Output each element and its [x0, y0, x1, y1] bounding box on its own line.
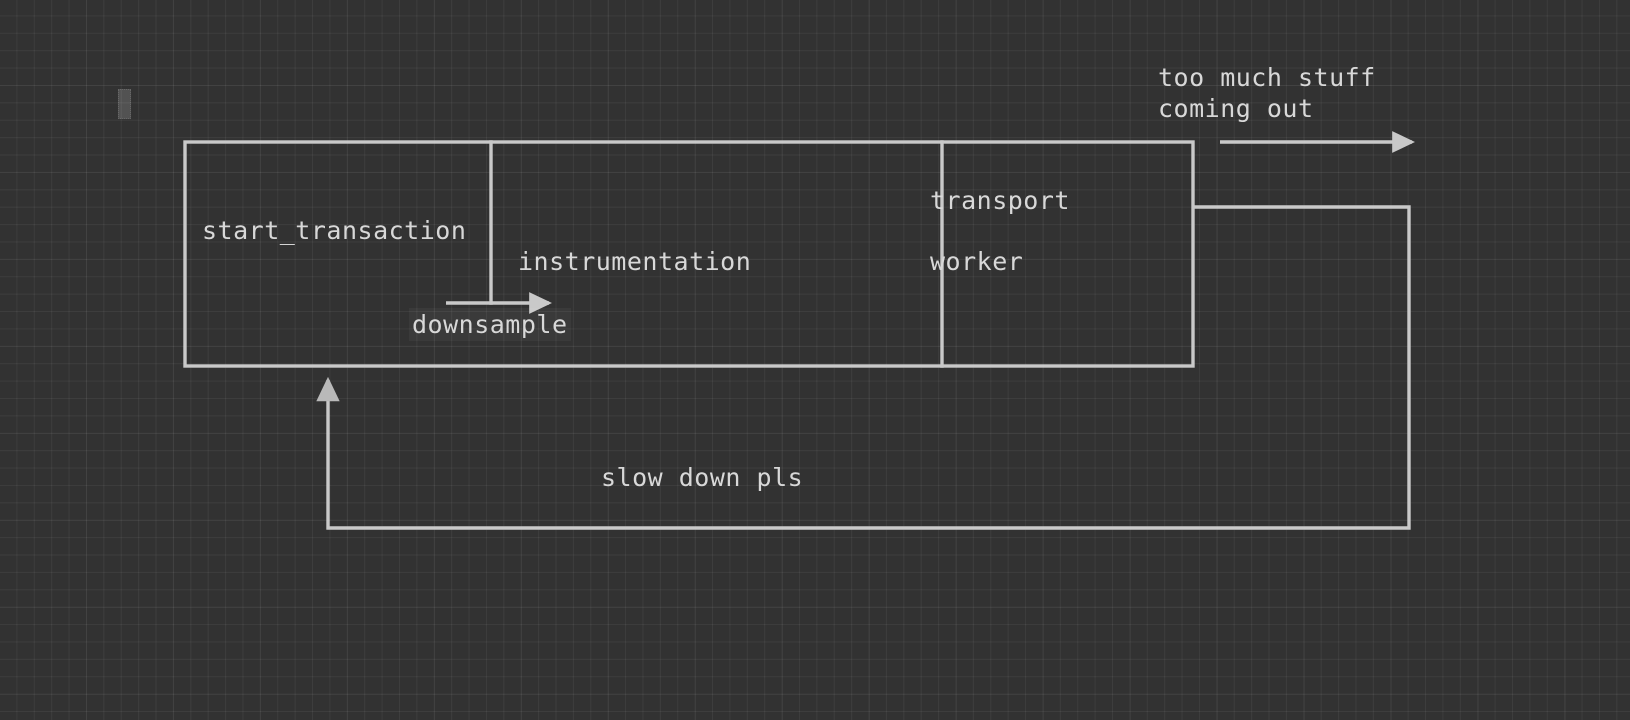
pipeline-box — [183, 140, 1195, 368]
label-too-much-stuff-line1: too much stuff — [1158, 63, 1376, 92]
label-downsample: downsample — [409, 308, 571, 341]
label-slow-down-pls: slow down pls — [601, 463, 804, 492]
label-too-much-stuff-line2: coming out — [1158, 94, 1314, 123]
label-start-transaction: start_transaction — [202, 216, 467, 245]
label-transport: transport — [930, 186, 1070, 215]
label-worker: worker — [930, 247, 1024, 276]
text-cursor-marker — [118, 89, 131, 119]
label-instrumentation: instrumentation — [518, 247, 752, 276]
slow-down-feedback-path — [316, 205, 1411, 530]
